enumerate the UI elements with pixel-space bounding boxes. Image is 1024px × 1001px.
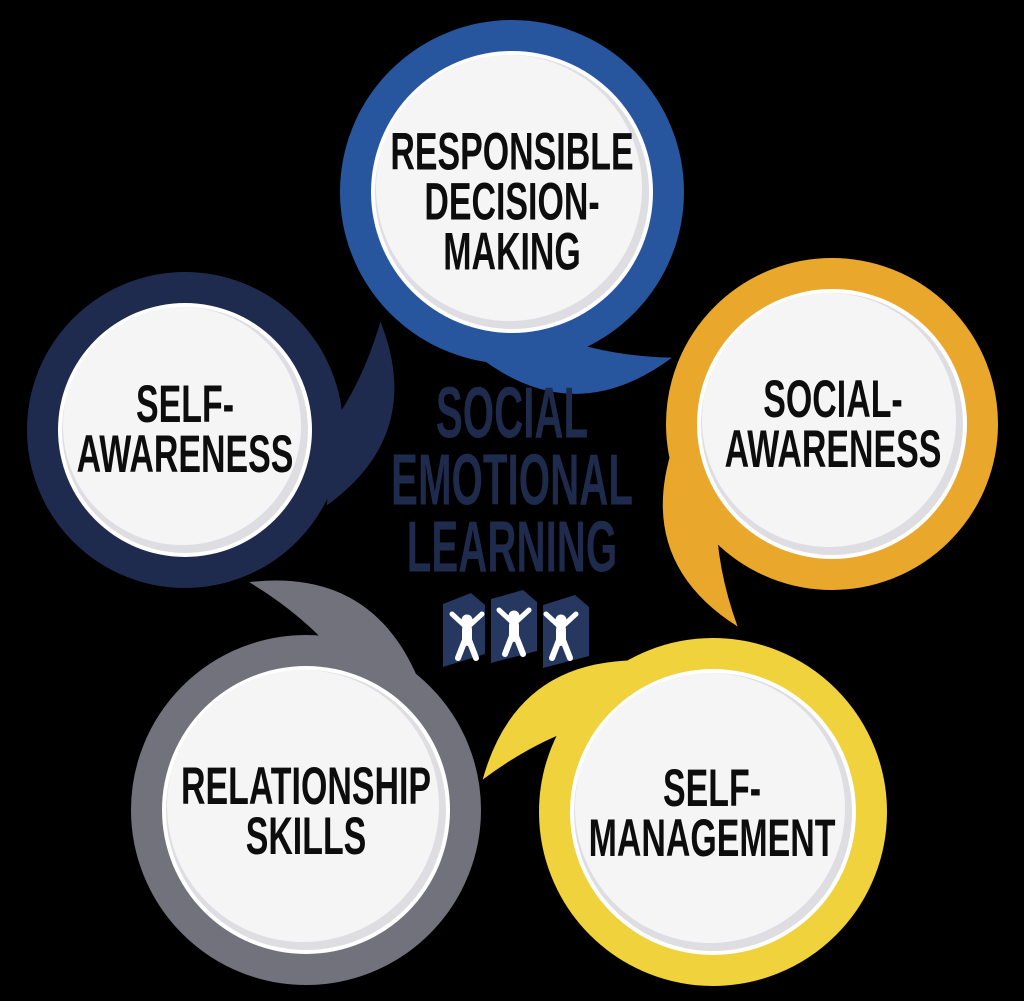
disc-face: [167, 670, 439, 942]
label-responsible-decision-making: RESPONSIBLE DECISION- MAKING: [390, 122, 634, 281]
disc-face: [575, 673, 845, 943]
bubble-self-awareness: [27, 272, 395, 588]
bubble-tail: [326, 321, 395, 506]
label-relationship-skills: RELATIONSHIP SKILLS: [180, 757, 432, 866]
disc-face: [702, 293, 956, 547]
disc-face: [63, 307, 301, 545]
bubble-ring: [539, 638, 887, 986]
bubble-ring: [27, 272, 343, 588]
bubble-ring: [666, 258, 998, 590]
logo-figures: [449, 607, 579, 661]
bubble-social-awareness: [662, 258, 998, 627]
people-flags-icon-svg: [443, 590, 589, 668]
bubble-relationship-skills: [131, 580, 481, 985]
bubble-ring: [340, 20, 684, 364]
bubble-ring: [131, 635, 481, 985]
center-title: SOCIAL EMOTIONAL LEARNING: [391, 373, 633, 588]
disc-face: [376, 55, 642, 321]
bubble-self-management: [482, 638, 887, 986]
label-self-management: SELF- MANAGEMENT: [588, 759, 836, 868]
people-flags-icon: [440, 588, 592, 680]
bubble-responsible-decision-making: [340, 20, 684, 394]
label-social-awareness: SOCIAL- AWARENESS: [724, 370, 942, 479]
label-self-awareness: SELF- AWARENESS: [76, 375, 294, 484]
